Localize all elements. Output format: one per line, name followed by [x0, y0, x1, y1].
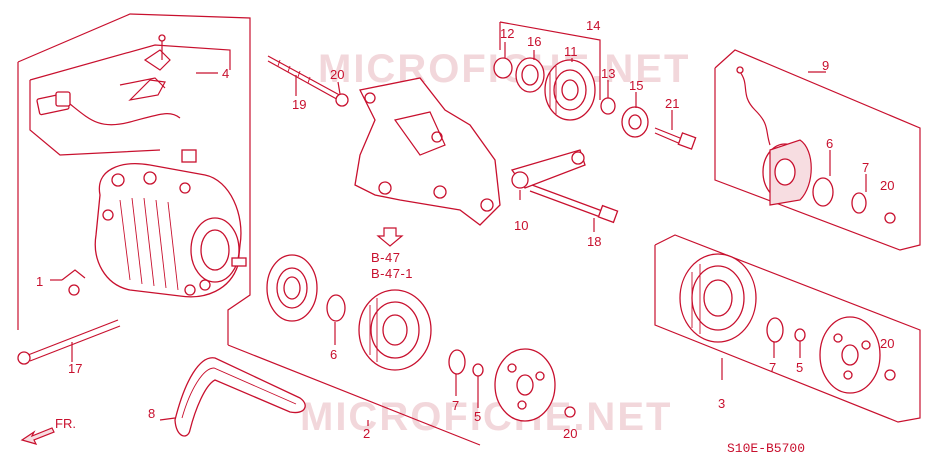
compressor-group-frame	[17, 13, 481, 446]
compressor-bracket	[354, 77, 501, 226]
callout-16: 16	[527, 34, 541, 49]
stud-part-19	[267, 55, 346, 103]
compressor-body	[94, 149, 247, 298]
idler-arm-part-10	[510, 149, 586, 200]
callout-6-lower: 6	[330, 347, 337, 362]
watermark-bottom: MICROFICHE.NET	[300, 395, 672, 439]
nut-part-20-top	[335, 81, 349, 107]
reference-arrow-icon	[376, 227, 404, 247]
front-label: FR.	[55, 416, 76, 431]
callout-11: 11	[564, 44, 578, 59]
reference-b47: B-47	[371, 250, 400, 265]
reference-b47-1: B-47-1	[371, 266, 413, 281]
callout-5-right: 5	[796, 360, 803, 375]
diagram-code: S10E-B5700	[727, 441, 805, 456]
callout-7-right: 7	[769, 360, 776, 375]
callout-8: 8	[148, 406, 155, 421]
front-direction-arrow-icon	[20, 427, 55, 445]
callout-7-lower: 7	[452, 398, 459, 413]
callout-13: 13	[601, 66, 615, 81]
callout-7-upper: 7	[862, 160, 869, 175]
callout-17: 17	[68, 361, 82, 376]
callout-6-upper: 6	[826, 136, 833, 151]
callout-1: 1	[36, 274, 43, 289]
callout-3: 3	[718, 396, 725, 411]
callout-20-top: 20	[330, 67, 344, 82]
callout-9: 9	[822, 58, 829, 73]
clutch-coil-frame	[714, 49, 921, 251]
callout-20-lower: 20	[563, 426, 577, 441]
long-bolt-part-17	[17, 319, 121, 365]
pulley-assembly-top	[493, 21, 697, 150]
callout-5-lower: 5	[474, 409, 481, 424]
callout-21: 21	[665, 96, 679, 111]
wire-harness-part	[36, 34, 181, 126]
callout-12: 12	[500, 26, 514, 41]
bolt-part-18	[529, 184, 619, 232]
clutch-parts-lower	[266, 254, 576, 422]
drive-belt-part-8	[174, 357, 306, 437]
callout-15: 15	[629, 78, 643, 93]
callout-20-upper: 20	[880, 178, 894, 193]
callout-18: 18	[587, 234, 601, 249]
callout-2: 2	[363, 426, 370, 441]
bolt-part-1	[50, 269, 86, 296]
callout-14: 14	[586, 18, 600, 33]
callout-10: 10	[514, 218, 528, 233]
callout-19: 19	[292, 97, 306, 112]
callout-20-right: 20	[880, 336, 894, 351]
clutch-assembly-frame	[654, 234, 921, 423]
callout-leaders	[159, 42, 867, 426]
callout-4: 4	[222, 66, 229, 81]
